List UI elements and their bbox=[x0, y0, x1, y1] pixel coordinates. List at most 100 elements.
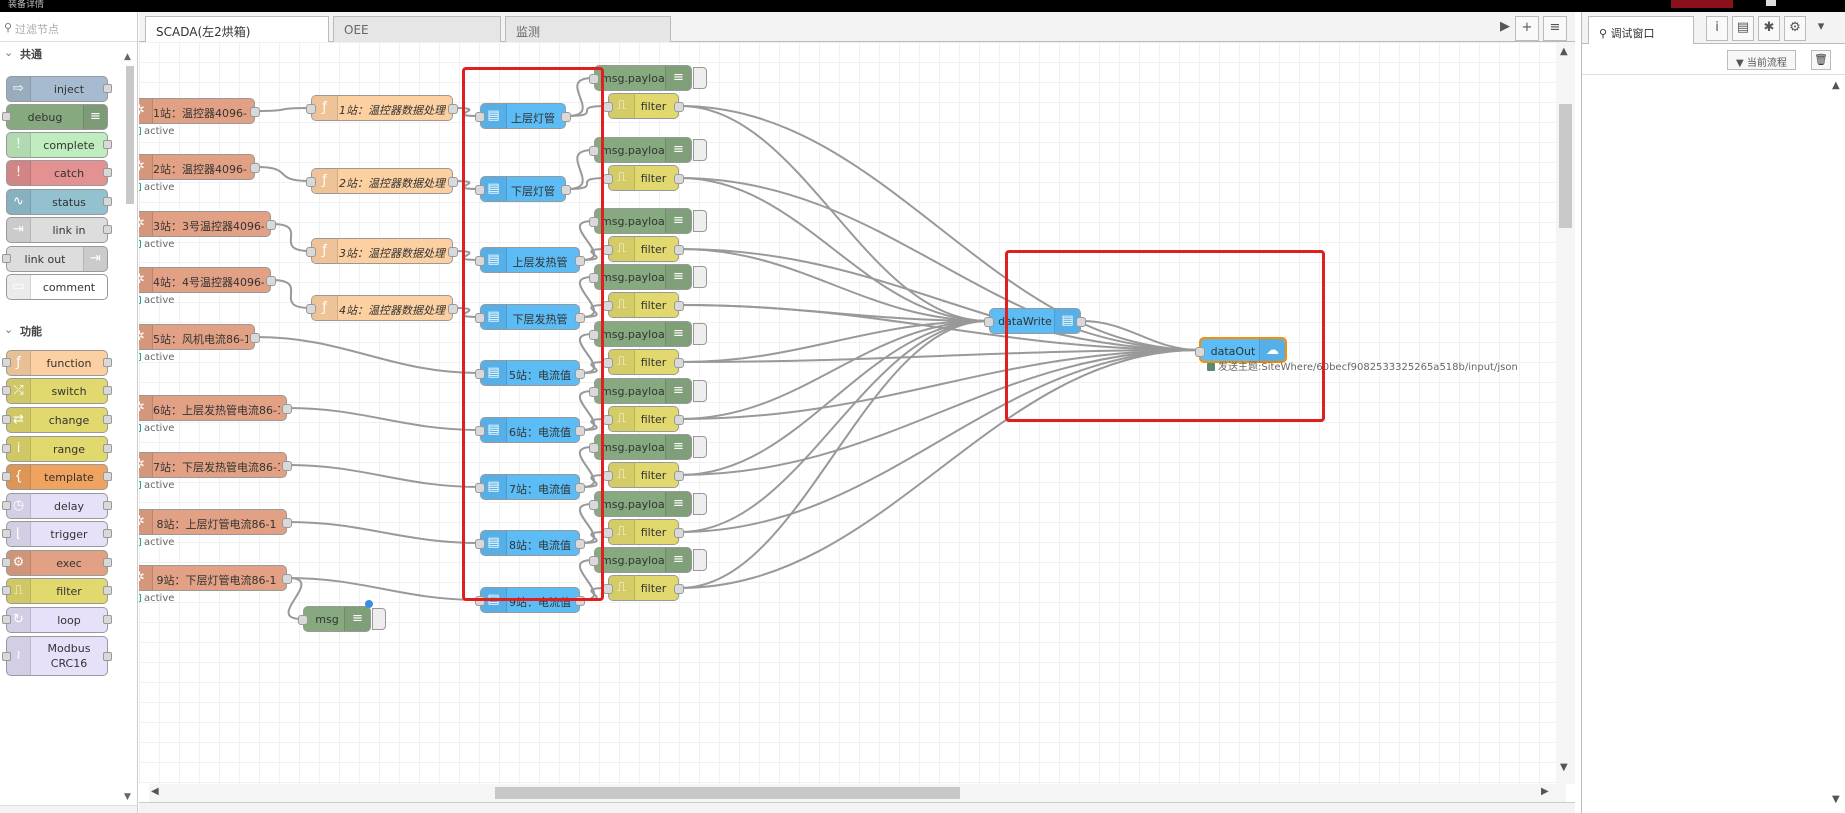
template-node-4[interactable]: ▤下层发热管 bbox=[475, 304, 585, 330]
output-port[interactable] bbox=[575, 426, 585, 436]
input-port[interactable] bbox=[306, 304, 316, 314]
debug-toggle-button[interactable] bbox=[693, 67, 707, 89]
wire[interactable] bbox=[679, 248, 989, 322]
output-port[interactable] bbox=[575, 313, 585, 323]
wire[interactable] bbox=[287, 577, 480, 601]
wire[interactable] bbox=[566, 177, 608, 190]
wire[interactable] bbox=[580, 474, 608, 488]
palette-node-catch[interactable]: !catch bbox=[6, 160, 108, 186]
output-port[interactable] bbox=[250, 333, 260, 343]
tab-oee[interactable]: OEE bbox=[333, 16, 501, 42]
wire[interactable] bbox=[578, 333, 596, 374]
input-port[interactable] bbox=[589, 556, 599, 566]
tab-debug[interactable]: ⚲ 调试窗口 bbox=[1588, 16, 1694, 44]
input-port[interactable] bbox=[603, 102, 613, 112]
modbus-node-3[interactable]: ✲3站：3号温控器4096-2 bbox=[139, 211, 276, 237]
debug-node-2[interactable]: ≡msg.payload bbox=[589, 137, 707, 163]
output-port[interactable] bbox=[448, 304, 458, 314]
output-port[interactable] bbox=[674, 358, 684, 368]
wire[interactable] bbox=[580, 361, 608, 374]
palette-search-input[interactable]: 过滤节点 bbox=[15, 23, 59, 36]
debug-toggle-button[interactable] bbox=[693, 493, 707, 515]
wire[interactable] bbox=[679, 248, 1200, 351]
wire[interactable] bbox=[578, 446, 596, 488]
input-port[interactable] bbox=[603, 301, 613, 311]
output-port[interactable] bbox=[448, 104, 458, 114]
input-port[interactable] bbox=[984, 317, 994, 327]
wire[interactable] bbox=[679, 177, 1200, 351]
input-port[interactable] bbox=[475, 596, 485, 606]
chevron-down-icon[interactable]: ▾ bbox=[1817, 19, 1825, 34]
input-port[interactable] bbox=[1195, 347, 1205, 357]
template-node-6[interactable]: ▤6站：电流值 bbox=[475, 417, 585, 443]
template-node-3[interactable]: ▤上层发热管 bbox=[475, 247, 585, 273]
output-port[interactable] bbox=[561, 112, 571, 122]
input-port[interactable] bbox=[589, 387, 599, 397]
input-port[interactable] bbox=[589, 500, 599, 510]
wire[interactable] bbox=[578, 390, 596, 431]
output-port[interactable] bbox=[575, 369, 585, 379]
sidebar-scrollbar[interactable]: ▲ ▼ bbox=[1832, 80, 1840, 805]
debug-node-3[interactable]: ≡msg.payload bbox=[589, 208, 707, 234]
input-port[interactable] bbox=[589, 74, 599, 84]
palette-node-filter[interactable]: ⎍filter bbox=[6, 578, 108, 604]
input-port[interactable] bbox=[475, 112, 485, 122]
output-port[interactable] bbox=[674, 245, 684, 255]
info-icon[interactable]: i bbox=[1706, 16, 1728, 41]
wire[interactable] bbox=[580, 248, 608, 261]
wire[interactable] bbox=[566, 105, 608, 117]
input-port[interactable] bbox=[306, 177, 316, 187]
list-flows-button[interactable]: ≡ bbox=[1543, 16, 1567, 41]
output-port[interactable] bbox=[575, 483, 585, 493]
wire[interactable] bbox=[566, 149, 594, 190]
output-port[interactable] bbox=[561, 185, 571, 195]
output-port[interactable] bbox=[282, 461, 292, 471]
debug-toggle-button[interactable] bbox=[693, 436, 707, 458]
filter-node-8[interactable]: ⎍filter bbox=[603, 519, 684, 545]
output-port[interactable] bbox=[674, 415, 684, 425]
filter-node-5[interactable]: ⎍filter bbox=[603, 349, 684, 375]
output-port[interactable] bbox=[674, 528, 684, 538]
debug-toggle-button[interactable] bbox=[693, 266, 707, 288]
output-port[interactable] bbox=[575, 596, 585, 606]
filter-node-4[interactable]: ⎍filter bbox=[603, 292, 684, 318]
wire[interactable] bbox=[679, 320, 989, 533]
wire[interactable] bbox=[679, 349, 1200, 533]
output-port[interactable] bbox=[250, 163, 260, 173]
output-port[interactable] bbox=[282, 404, 292, 414]
scroll-right-icon[interactable]: ▶ bbox=[1541, 786, 1549, 797]
palette-node-debug[interactable]: ≡debug bbox=[6, 104, 108, 130]
gear-icon[interactable]: ⚙ bbox=[1784, 16, 1806, 41]
wire[interactable] bbox=[255, 336, 480, 374]
input-port[interactable] bbox=[589, 443, 599, 453]
vertical-scrollbar[interactable]: ▲ ▼ bbox=[1556, 42, 1575, 784]
modbus-node-5[interactable]: ✲5站：风机电流86-1 bbox=[139, 324, 260, 350]
input-port[interactable] bbox=[589, 273, 599, 283]
wire[interactable] bbox=[580, 531, 608, 544]
wire[interactable] bbox=[679, 177, 989, 322]
wire[interactable] bbox=[287, 577, 303, 620]
input-port[interactable] bbox=[603, 584, 613, 594]
output-port[interactable] bbox=[448, 247, 458, 257]
palette-category-function[interactable]: ⌄功能 bbox=[0, 319, 120, 341]
scroll-down-icon[interactable]: ▼ bbox=[1560, 762, 1568, 773]
vertical-scroll-thumb[interactable] bbox=[1559, 104, 1572, 228]
input-port[interactable] bbox=[475, 185, 485, 195]
wire[interactable] bbox=[580, 304, 608, 318]
output-port[interactable] bbox=[1076, 317, 1086, 327]
input-port[interactable] bbox=[475, 483, 485, 493]
template-node-7[interactable]: ▤7站：电流值 bbox=[475, 474, 585, 500]
filter-node-1[interactable]: ⎍filter bbox=[603, 93, 684, 119]
input-port[interactable] bbox=[603, 415, 613, 425]
input-port[interactable] bbox=[298, 615, 308, 625]
debug-node-8[interactable]: ≡msg.payload bbox=[589, 491, 707, 517]
output-port[interactable] bbox=[250, 107, 260, 117]
debug-toggle-button[interactable] bbox=[693, 210, 707, 232]
palette-node-change[interactable]: ⇄change bbox=[6, 407, 108, 433]
output-port[interactable] bbox=[266, 220, 276, 230]
palette-node-link-out[interactable]: ⇥link out bbox=[6, 246, 108, 272]
output-port[interactable] bbox=[282, 574, 292, 584]
filter-node-6[interactable]: ⎍filter bbox=[603, 406, 684, 432]
